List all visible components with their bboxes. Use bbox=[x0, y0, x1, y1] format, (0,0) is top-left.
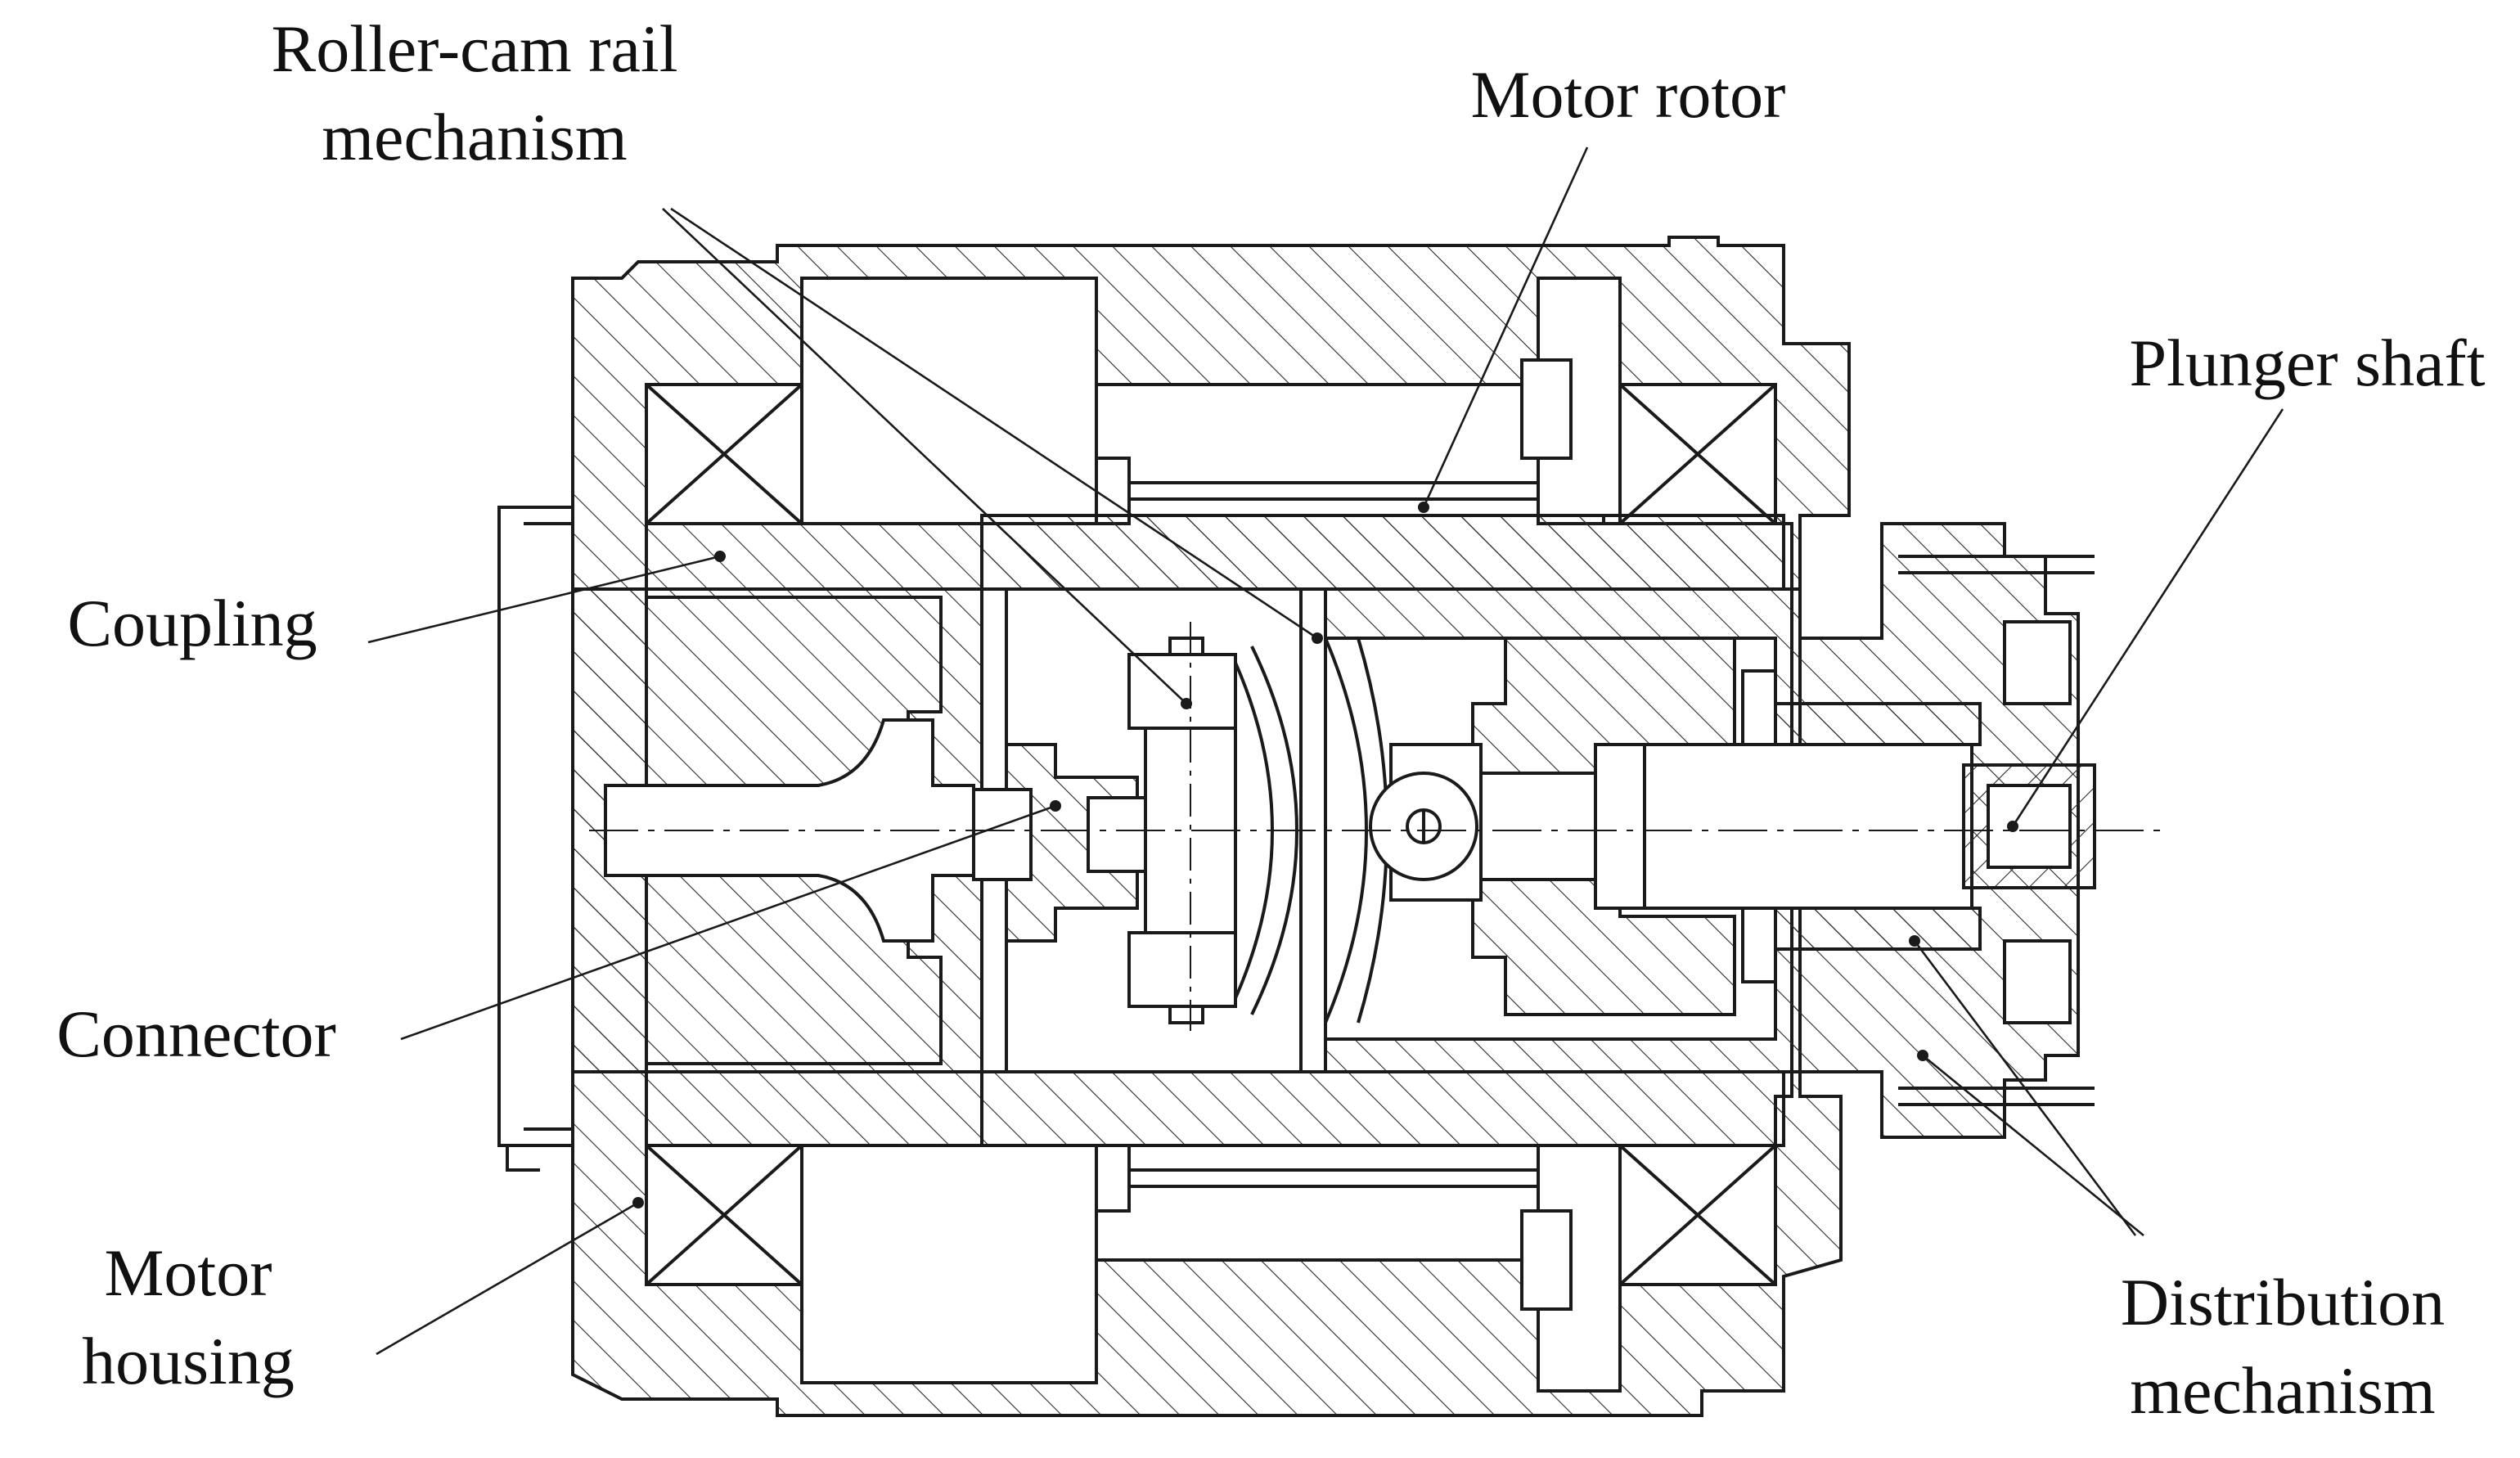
label-line: mechanism bbox=[322, 100, 628, 174]
dot-coupling bbox=[714, 551, 726, 562]
label-line: Roller-cam rail bbox=[271, 11, 678, 86]
label-line: Coupling bbox=[67, 586, 317, 660]
coupling-sleeve-top bbox=[645, 522, 983, 591]
connector-block bbox=[1005, 743, 1139, 943]
dot-roller-cam-b bbox=[1312, 632, 1323, 644]
rotor-sleeve-bottom bbox=[980, 1070, 1785, 1147]
label-coupling: Coupling bbox=[41, 579, 344, 668]
stator-core-top bbox=[800, 277, 1098, 525]
distribution-ring-bottom bbox=[1774, 907, 1982, 951]
connector-pin bbox=[972, 788, 1033, 881]
dot-distribution-b bbox=[1917, 1050, 1928, 1061]
label-line: Motor bbox=[104, 1235, 272, 1310]
dot-connector bbox=[1050, 800, 1061, 812]
label-line: mechanism bbox=[2130, 1353, 2436, 1428]
leader-roller-cam-a bbox=[662, 208, 1187, 704]
label-line: Motor rotor bbox=[1470, 57, 1786, 132]
stator-winding-top-right bbox=[1618, 383, 1777, 525]
rotor-sleeve-top bbox=[980, 514, 1785, 591]
label-line: Connector bbox=[56, 997, 336, 1071]
stator-winding-top-left bbox=[645, 383, 803, 525]
label-line: Distribution bbox=[2120, 1265, 2446, 1339]
label-connector: Connector bbox=[25, 990, 368, 1078]
distribution-ring-top bbox=[1774, 702, 1982, 746]
label-plunger-shaft: Plunger shaft bbox=[2103, 319, 2512, 407]
dot-motor-rotor bbox=[1418, 502, 1429, 513]
label-roller-cam-rail-mechanism: Roller-cam rail mechanism bbox=[221, 5, 728, 182]
leader-plunger-shaft bbox=[2011, 408, 2284, 827]
stator-winding-bottom-right bbox=[1618, 1144, 1777, 1286]
stator-winding-bottom-left bbox=[645, 1144, 803, 1286]
dot-plunger-shaft bbox=[2007, 821, 2018, 832]
dot-motor-housing bbox=[632, 1197, 644, 1208]
plunger-housing bbox=[1324, 522, 2080, 1139]
leader-roller-cam-b bbox=[670, 207, 1318, 640]
label-motor-housing: Motor housing bbox=[57, 1229, 319, 1406]
label-distribution-mechanism: Distribution mechanism bbox=[2095, 1258, 2471, 1435]
leader-coupling bbox=[367, 555, 721, 644]
stator-core-bottom bbox=[800, 1144, 1098, 1384]
leader-distribution-a bbox=[1913, 940, 2137, 1236]
label-line: housing bbox=[82, 1324, 295, 1398]
dot-distribution-a bbox=[1909, 935, 1920, 947]
leader-distribution-b bbox=[1922, 1054, 2144, 1237]
leader-connector bbox=[400, 804, 1056, 1041]
coupling-sleeve-bottom bbox=[645, 1070, 983, 1147]
left-end-cap bbox=[497, 506, 574, 1147]
leader-motor-rotor bbox=[1422, 146, 1589, 508]
label-line: Plunger shaft bbox=[2129, 326, 2486, 400]
label-motor-rotor: Motor rotor bbox=[1440, 51, 1816, 139]
leader-dots bbox=[632, 502, 2018, 1208]
dot-roller-cam-a bbox=[1181, 698, 1192, 709]
leader-lines bbox=[367, 146, 2284, 1356]
leader-motor-housing bbox=[376, 1201, 639, 1356]
